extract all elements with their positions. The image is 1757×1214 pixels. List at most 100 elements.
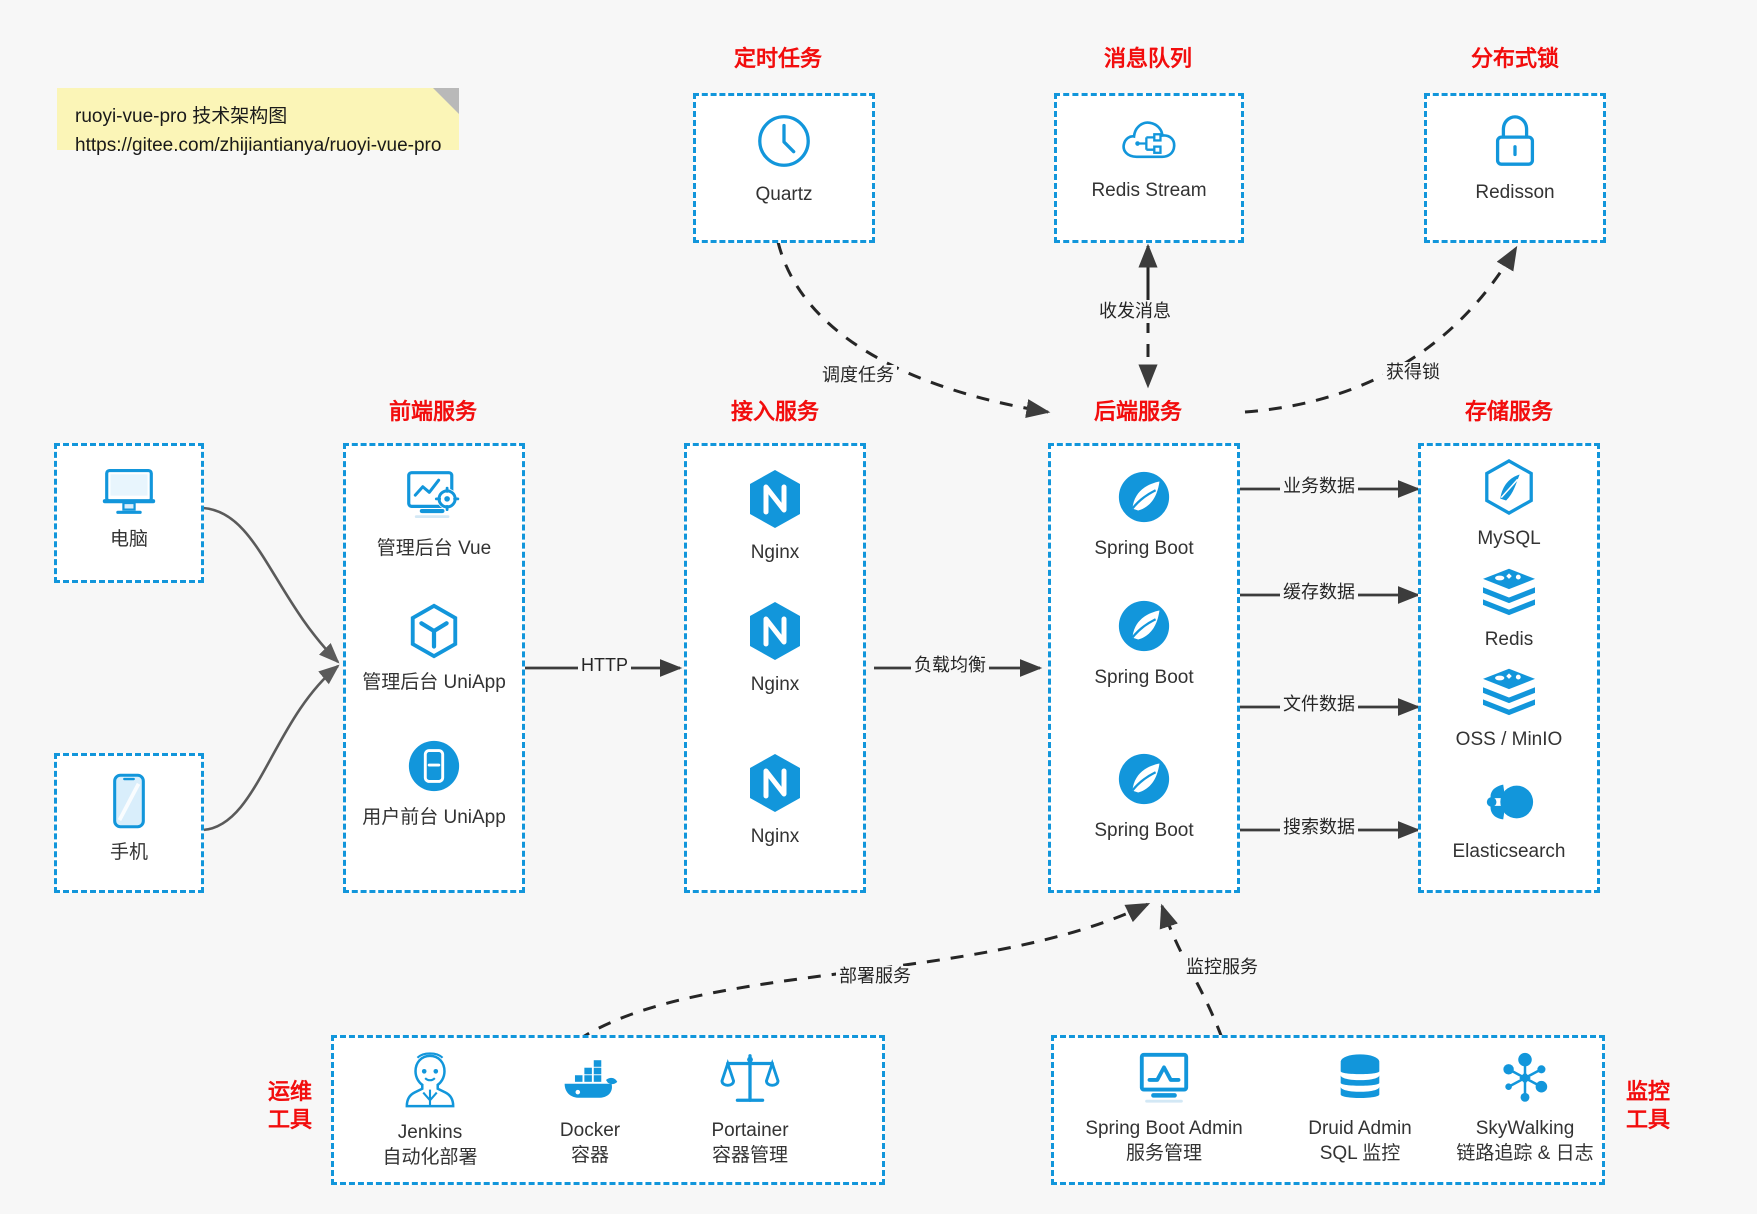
edge-label-deploy-service: 部署服务 [836, 966, 914, 988]
node-redis[interactable]: Redis [1428, 565, 1590, 653]
node-label: Redis Stream [1091, 180, 1207, 201]
node-skywalking[interactable]: SkyWalking 链路追踪 & 日志 [1430, 1050, 1620, 1166]
docker-whale-icon [559, 1050, 621, 1113]
group-box-devops [331, 1035, 885, 1185]
node-label: SkyWalking [1475, 1118, 1575, 1139]
group-title-mq: 消息队列 [1103, 46, 1192, 71]
node-spring-boot-1[interactable]: Spring Boot [1060, 468, 1228, 562]
node-label: Quartz [755, 184, 813, 205]
group-box-storage [1418, 443, 1600, 893]
group-box-backend [1048, 443, 1240, 893]
node-label: Nginx [750, 674, 800, 695]
node-label: MySQL [1477, 528, 1541, 549]
database-icon [1332, 1050, 1388, 1111]
nginx-icon [746, 468, 804, 535]
redis-stack-icon [1479, 565, 1539, 622]
edge-label-schedule-task: 调度任务 [819, 365, 897, 387]
edge-label-load-balance: 负载均衡 [911, 655, 989, 677]
node-label: 电脑 [109, 529, 148, 550]
node-admin-uniapp[interactable]: 管理后台 UniApp [348, 602, 520, 696]
edge-label-cache-data: 缓存数据 [1280, 582, 1358, 604]
nginx-icon [746, 600, 804, 667]
node-label: Spring Boot [1094, 667, 1194, 688]
node-jenkins[interactable]: Jenkins 自动化部署 [345, 1050, 515, 1170]
node-label: Redis [1484, 629, 1534, 650]
node-label: 管理后台 UniApp [362, 672, 506, 693]
node-nginx-2[interactable]: Nginx [700, 600, 850, 698]
group-title-backend: 后端服务 [1093, 399, 1182, 424]
mobile-circle-icon [405, 737, 463, 800]
dashboard-gear-icon [403, 468, 465, 531]
node-sublabel: 自动化部署 [382, 1146, 478, 1168]
node-label: 管理后台 Vue [376, 538, 492, 559]
node-label: Spring Boot [1094, 538, 1194, 559]
node-label: Nginx [750, 542, 800, 563]
edge-label-send-receive-msg: 收发消息 [1096, 301, 1174, 323]
node-label: 手机 [109, 842, 148, 863]
spring-leaf-icon [1115, 750, 1173, 813]
edge-label-http: HTTP [578, 655, 631, 677]
group-title-gateway: 接入服务 [730, 399, 819, 424]
node-sublabel: 链路追踪 & 日志 [1456, 1142, 1594, 1164]
node-sublabel: 容器 [570, 1144, 609, 1166]
node-docker[interactable]: Docker 容器 [505, 1050, 675, 1168]
elasticsearch-icon [1480, 775, 1538, 834]
group-title-storage: 存储服务 [1464, 399, 1553, 424]
node-label: Spring Boot [1094, 820, 1194, 841]
node-label: OSS / MinIO [1455, 729, 1563, 750]
group-title-lock: 分布式锁 [1470, 46, 1559, 71]
nginx-icon [746, 752, 804, 819]
node-redisson[interactable]: Redisson [1444, 112, 1586, 206]
jenkins-butler-icon [402, 1050, 458, 1115]
group-title-frontend: 前端服务 [388, 399, 477, 424]
node-label: Redisson [1475, 182, 1555, 203]
node-user-uniapp[interactable]: 用户前台 UniApp [348, 737, 520, 831]
node-spring-boot-admin[interactable]: Spring Boot Admin 服务管理 [1064, 1050, 1264, 1166]
node-elasticsearch[interactable]: Elasticsearch [1428, 775, 1590, 865]
node-label: 用户前台 UniApp [362, 807, 506, 828]
node-nginx-3[interactable]: Nginx [700, 752, 850, 850]
node-sublabel: 服务管理 [1125, 1142, 1202, 1164]
edge-label-business-data: 业务数据 [1280, 476, 1358, 498]
smartphone-icon [108, 772, 150, 835]
edge-label-search-data: 搜索数据 [1280, 817, 1358, 839]
group-title-scheduler: 定时任务 [733, 46, 822, 71]
node-spring-boot-2[interactable]: Spring Boot [1060, 597, 1228, 691]
node-sublabel: SQL 监控 [1319, 1142, 1401, 1164]
node-label: Elasticsearch [1452, 841, 1566, 862]
node-sublabel: 容器管理 [711, 1144, 788, 1166]
edge-label-acquire-lock: 获得锁 [1383, 362, 1443, 384]
node-label: Docker [559, 1120, 621, 1141]
monitor-icon [101, 465, 157, 522]
monitor-title-line2: 工具 [1625, 1106, 1670, 1132]
node-oss-minio[interactable]: OSS / MinIO [1428, 665, 1590, 753]
spring-leaf-icon [1115, 597, 1173, 660]
monitor-title-line1: 监控 [1625, 1079, 1670, 1104]
node-label: Spring Boot Admin [1085, 1118, 1243, 1139]
node-mysql[interactable]: MySQL [1428, 458, 1590, 552]
note-title: ruoyi-vue-pro 技术架构图 [75, 106, 288, 127]
node-druid-admin[interactable]: Druid Admin SQL 监控 [1275, 1050, 1445, 1166]
node-nginx-1[interactable]: Nginx [700, 468, 850, 566]
note-url: https://gitee.com/zhijiantianya/ruoyi-vu… [75, 135, 442, 157]
node-redis-stream[interactable]: Redis Stream [1074, 112, 1224, 204]
node-label: Jenkins [397, 1122, 463, 1143]
node-computer[interactable]: 电脑 [74, 465, 184, 553]
mysql-dolphin-icon [1481, 458, 1537, 521]
node-phone[interactable]: 手机 [74, 772, 184, 866]
node-spring-boot-3[interactable]: Spring Boot [1060, 750, 1228, 844]
devops-title-line2: 工具 [267, 1106, 312, 1132]
edge-label-file-data: 文件数据 [1280, 694, 1358, 716]
monitor-chart-icon [1135, 1050, 1193, 1111]
node-portainer[interactable]: Portainer 容器管理 [665, 1050, 835, 1168]
lock-icon [1486, 112, 1544, 175]
node-quartz[interactable]: Quartz [713, 110, 855, 208]
node-admin-vue[interactable]: 管理后台 Vue [348, 468, 520, 562]
sticky-note: ruoyi-vue-pro 技术架构图 https://gitee.com/zh… [57, 88, 459, 156]
edge-label-monitor-service: 监控服务 [1183, 957, 1261, 979]
spring-leaf-icon [1115, 468, 1173, 531]
uniapp-hexagon-icon [405, 602, 463, 665]
group-title-monitor: 监控 工具 [1616, 1078, 1680, 1133]
note-fold-corner [433, 88, 459, 114]
